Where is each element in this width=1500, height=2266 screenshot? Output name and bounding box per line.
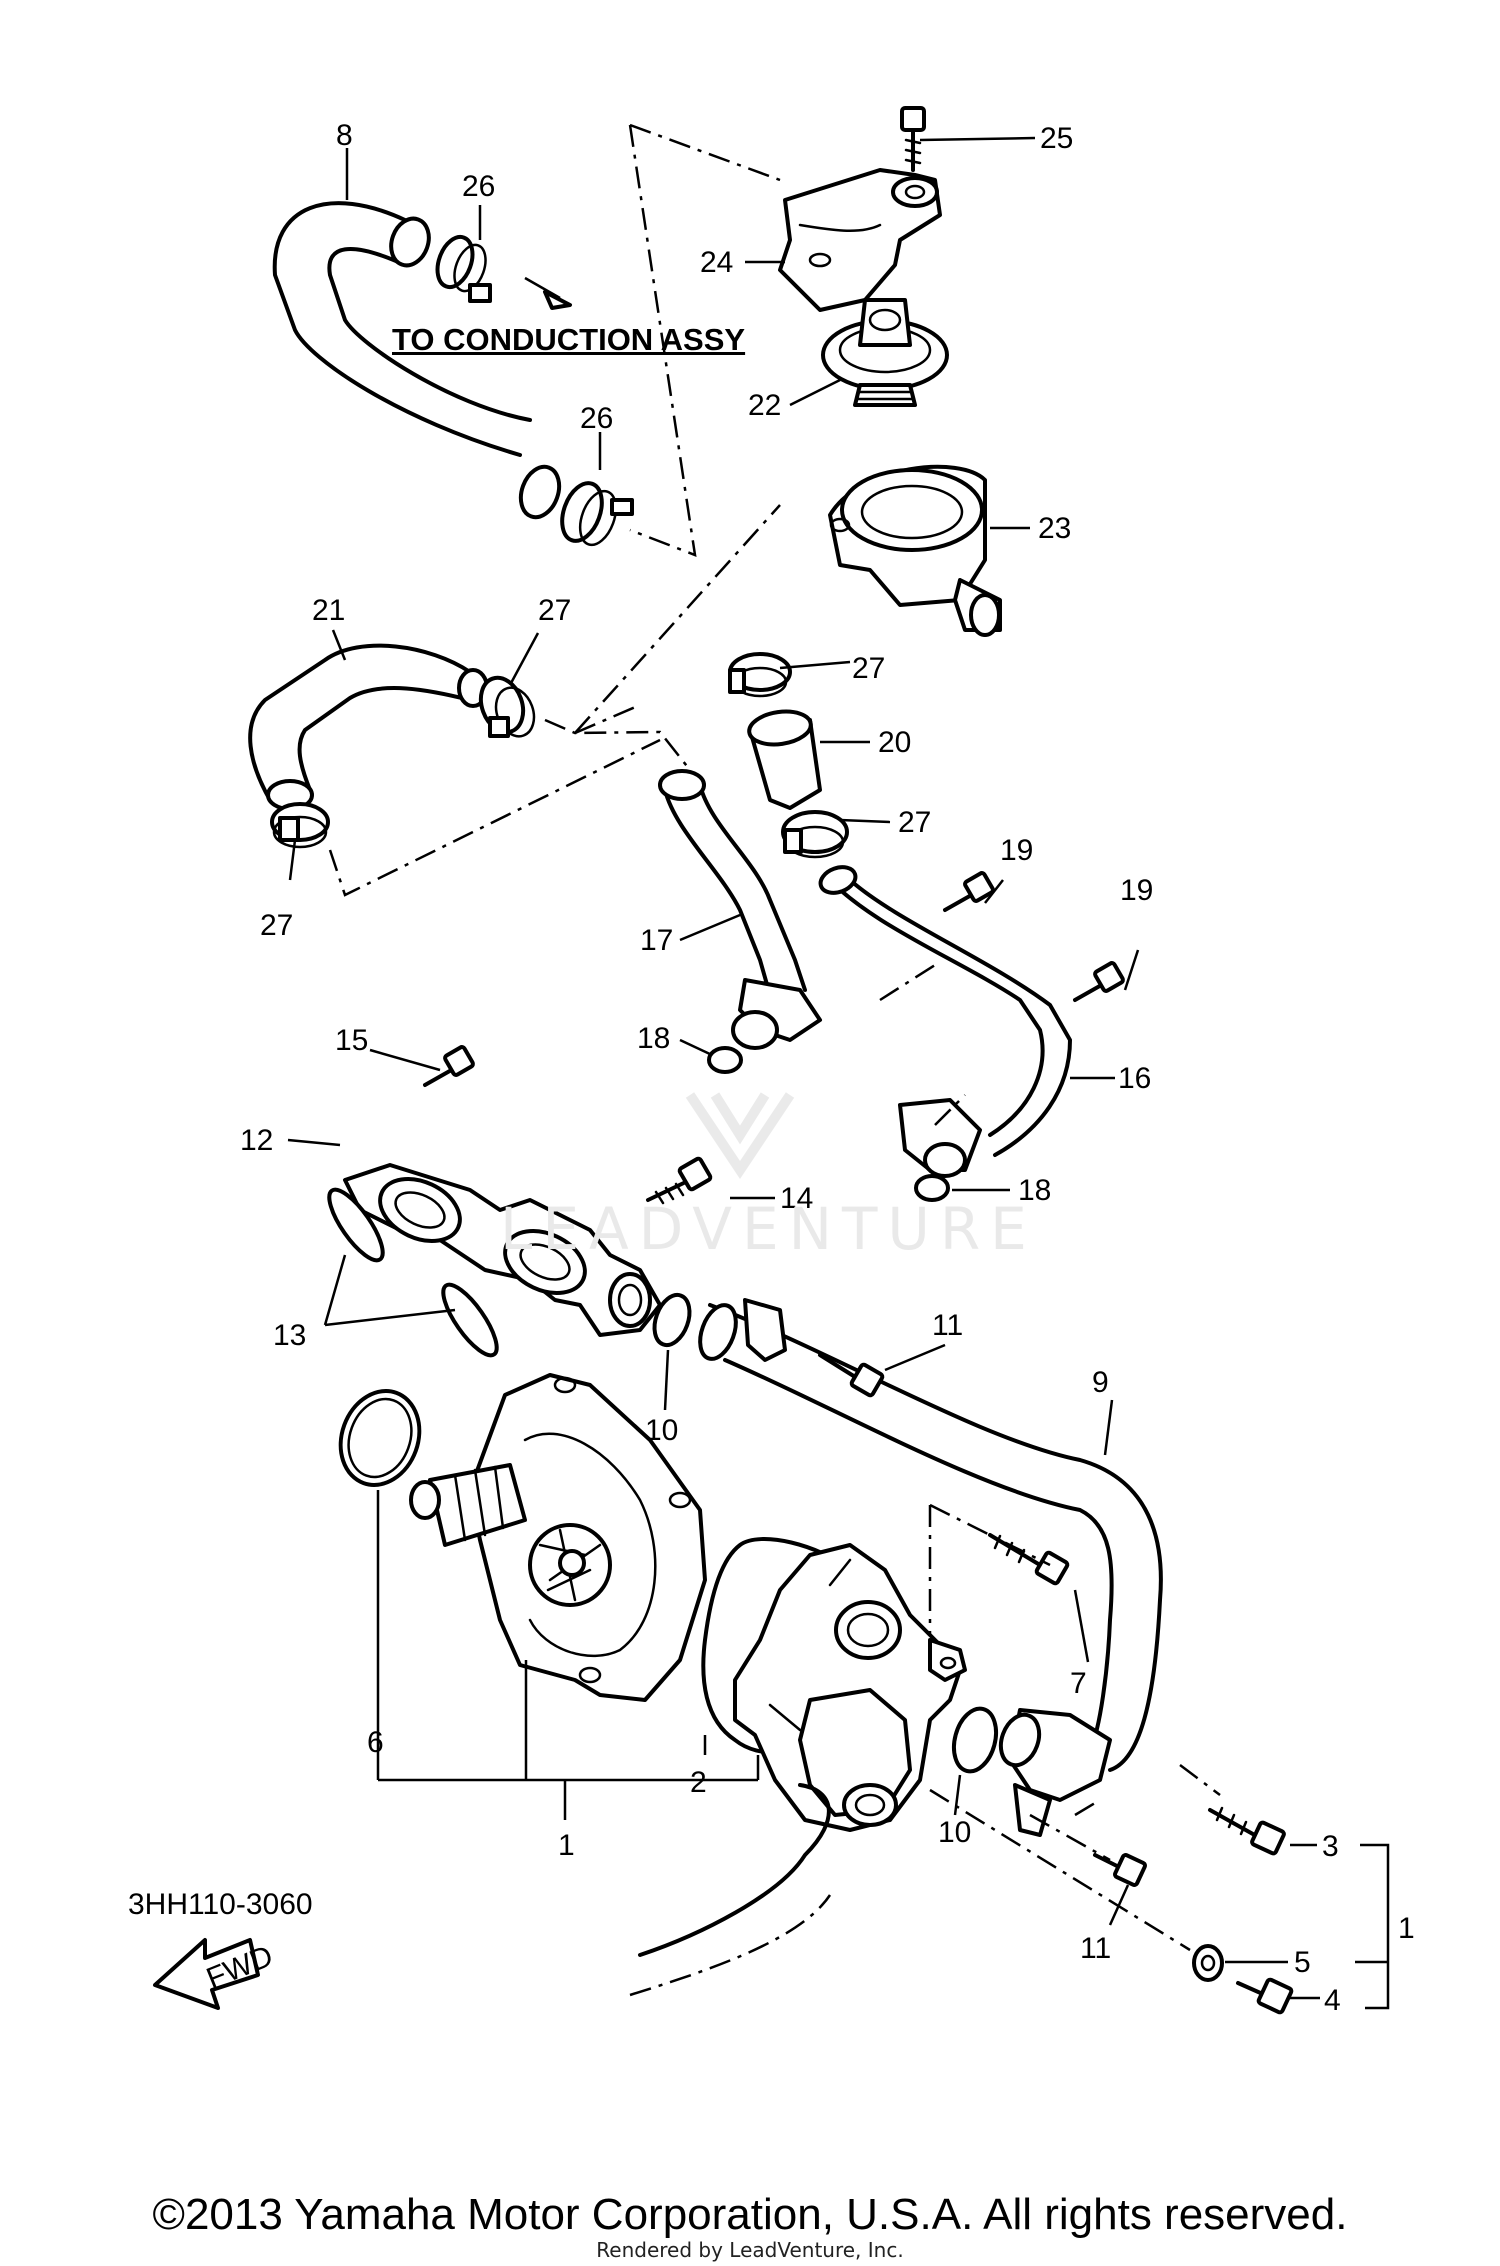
label-23: 23 bbox=[1038, 512, 1071, 545]
label-18-left: 18 bbox=[637, 1022, 670, 1055]
label-20: 20 bbox=[878, 726, 911, 759]
label-27-a: 27 bbox=[538, 594, 571, 627]
leader-lines bbox=[287, 136, 1390, 2010]
label-18-right: 18 bbox=[1018, 1174, 1051, 1207]
hose-8 bbox=[272, 201, 562, 520]
clamp-27-hose21-bottom bbox=[270, 802, 330, 849]
label-12: 12 bbox=[240, 1124, 273, 1157]
label-17: 17 bbox=[640, 924, 673, 957]
bolt-11-lower bbox=[1093, 1853, 1147, 1887]
clamp-27-hose20-top bbox=[728, 652, 792, 698]
label-22: 22 bbox=[748, 389, 781, 422]
pipe-12 bbox=[343, 1163, 662, 1337]
label-13: 13 bbox=[273, 1319, 306, 1352]
bolt-3 bbox=[1208, 1806, 1286, 1856]
watermark-logo bbox=[685, 1092, 795, 1180]
pipe-16 bbox=[818, 865, 1072, 1178]
label-26-upper: 26 bbox=[462, 170, 495, 203]
gasket-13-right bbox=[441, 1282, 499, 1358]
clamp-27-hose21-top bbox=[478, 675, 536, 738]
diagram-code: 3HH110-3060 bbox=[128, 1888, 313, 1921]
thermostat-22 bbox=[821, 298, 949, 407]
water-pump-impeller-housing bbox=[409, 1373, 707, 1702]
clamp-27-hose20-bottom bbox=[781, 810, 849, 859]
label-2: 2 bbox=[690, 1766, 707, 1799]
label-8: 8 bbox=[336, 119, 353, 152]
label-15: 15 bbox=[335, 1024, 368, 1057]
o-ring-18-left bbox=[707, 1046, 743, 1074]
rendered-by-notice: Rendered by LeadVenture, Inc. bbox=[596, 2238, 904, 2262]
o-ring-10-upper bbox=[652, 1292, 692, 1348]
forward-direction-arrow: FWD bbox=[153, 1938, 278, 2010]
part-number-labels: 8 26 26 25 24 22 23 21 27 27 20 27 27 19… bbox=[240, 119, 1415, 2017]
label-14: 14 bbox=[780, 1182, 813, 1215]
label-11-upper: 11 bbox=[932, 1309, 963, 1342]
gasket-13-left bbox=[327, 1187, 385, 1263]
water-pump-cover bbox=[733, 1543, 967, 1832]
bolt-15 bbox=[423, 1045, 475, 1087]
bolt-19-lower bbox=[1073, 961, 1125, 1002]
label-4: 4 bbox=[1324, 1984, 1341, 2017]
label-21: 21 bbox=[312, 594, 345, 627]
impeller bbox=[528, 1523, 612, 1607]
o-ring-10-lower bbox=[951, 1706, 999, 1774]
washer-5 bbox=[1192, 1944, 1224, 1982]
label-7: 7 bbox=[1070, 1667, 1087, 1700]
watermark-text: LEADVENTURE bbox=[500, 1195, 1037, 1263]
gasket-2 bbox=[701, 1537, 872, 1755]
label-19-upper: 19 bbox=[1000, 834, 1033, 867]
bolt-25 bbox=[900, 106, 926, 172]
bolt-19-upper bbox=[943, 871, 995, 912]
o-ring-18-right bbox=[914, 1174, 950, 1202]
label-1-left: 1 bbox=[558, 1829, 575, 1862]
pipe-17 bbox=[658, 769, 822, 1050]
label-27-c: 27 bbox=[898, 806, 931, 839]
label-10-lower: 10 bbox=[938, 1816, 971, 1849]
pipe-9 bbox=[698, 1298, 1163, 1837]
label-11-lower: 11 bbox=[1080, 1932, 1111, 1965]
copyright-notice: ©2013 Yamaha Motor Corporation, U.S.A. A… bbox=[152, 2190, 1348, 2239]
label-10-upper: 10 bbox=[645, 1414, 678, 1447]
conduction-assy-note: TO CONDUCTION ASSY bbox=[392, 322, 746, 357]
label-16: 16 bbox=[1118, 1062, 1151, 1095]
bolt-14 bbox=[646, 1156, 713, 1205]
label-27-d: 27 bbox=[260, 909, 293, 942]
thermostat-housing-23 bbox=[828, 464, 1002, 637]
clamp-26-upper bbox=[435, 234, 492, 303]
label-1-right: 1 bbox=[1398, 1912, 1415, 1945]
drain-bolt-4 bbox=[1236, 1977, 1294, 2015]
hose-20 bbox=[747, 709, 822, 810]
hose-21 bbox=[248, 643, 489, 811]
label-19-lower: 19 bbox=[1120, 874, 1153, 907]
label-9: 9 bbox=[1092, 1366, 1109, 1399]
o-ring-6 bbox=[338, 1389, 422, 1487]
label-26-lower: 26 bbox=[580, 402, 613, 435]
label-6: 6 bbox=[367, 1726, 384, 1759]
bolt-11-upper bbox=[818, 1353, 885, 1398]
thermostat-cover-24 bbox=[778, 168, 942, 312]
label-24: 24 bbox=[700, 246, 733, 279]
clamp-26-lower bbox=[560, 481, 634, 547]
label-3: 3 bbox=[1322, 1830, 1339, 1863]
label-27-b: 27 bbox=[852, 652, 885, 685]
label-25: 25 bbox=[1040, 122, 1073, 155]
bolt-7 bbox=[988, 1533, 1070, 1586]
label-5: 5 bbox=[1294, 1946, 1311, 1979]
